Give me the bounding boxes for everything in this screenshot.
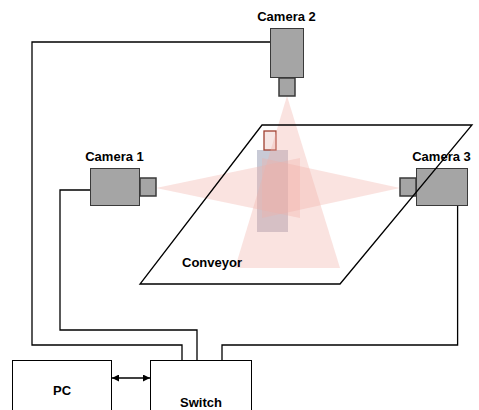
box-label: Switch [151,395,251,410]
camera-lens [140,178,156,196]
network-cable [60,190,197,360]
camera-lens [416,168,468,206]
box-label: PC [13,383,111,398]
camera-view-cone [235,96,340,268]
conveyor-belt: Conveyor [140,125,472,284]
pc-box: PC [12,360,112,410]
switch-box: Switch [150,360,252,410]
conveyor-outline [140,125,472,284]
conveyor-label: Conveyor [182,255,242,270]
camera-body: Camera 2 [270,28,304,78]
camera-body: Camera 1 [90,168,140,206]
camera-lens [279,78,295,96]
camera-label: Camera 2 [257,9,316,24]
camera-lens [270,28,304,78]
data-link-arrow [112,377,150,378]
camera-label: Camera 1 [85,149,144,164]
camera-lens [90,168,140,206]
camera-body: Camera 3 [416,168,468,206]
camera-lens [400,178,416,196]
